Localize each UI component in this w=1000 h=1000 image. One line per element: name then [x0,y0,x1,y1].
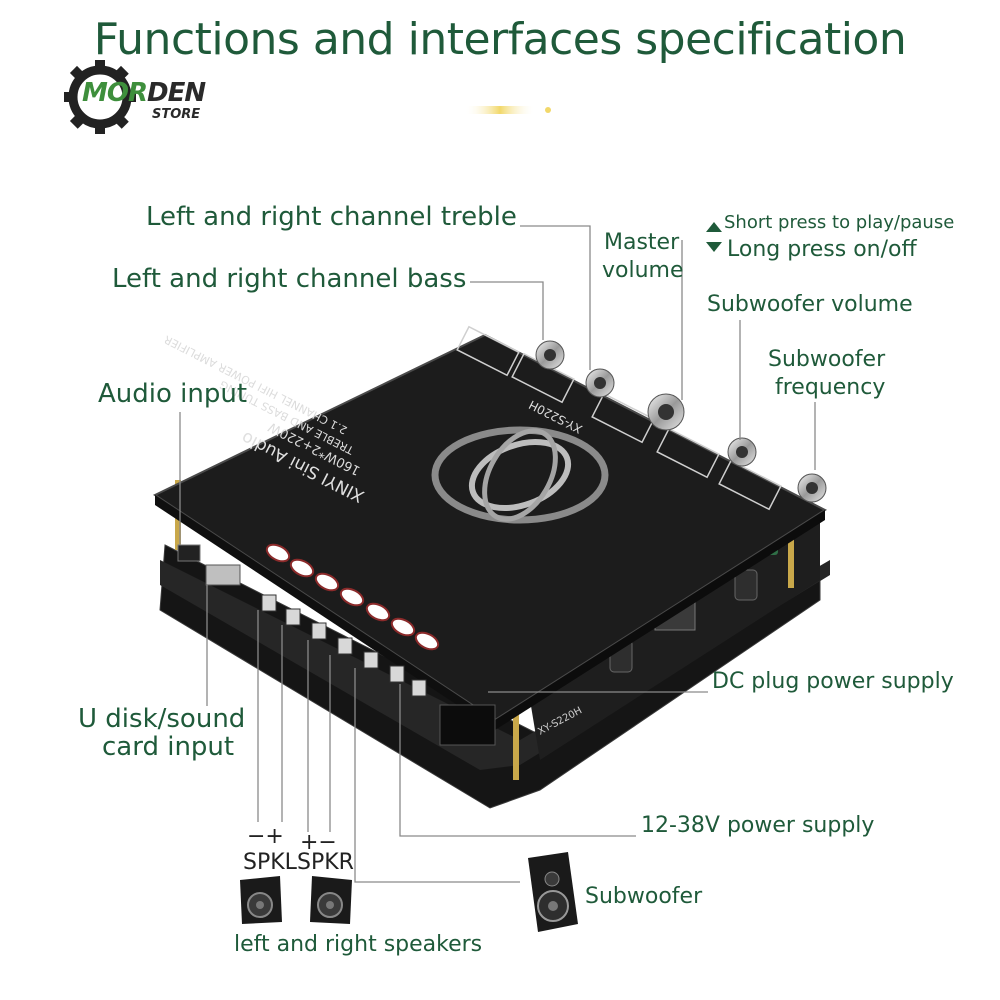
line-subwoofer [354,668,520,883]
amplifier-board: XY-S220H 2.1 CHANNEL HIFI POWER AMPLIFIE… [152,325,830,809]
label-bass: Left and right channel bass [112,264,467,294]
knob-label-box [456,325,520,377]
terminal-holes [265,543,440,651]
knob-subwoofer-frequency [797,473,827,503]
title-highlight [465,106,535,114]
top-plate-edge [495,510,825,730]
label-udisk-2: card input [102,732,235,762]
logo-wordmark-green: MOR [82,78,148,108]
gear-icon [64,60,136,134]
label-sub-volume: Subwoofer volume [707,292,913,317]
label-long-press: Long press on/off [727,237,917,262]
subwoofer-icon [528,852,578,932]
knob-label-box [718,459,782,511]
left-speaker-icon [240,876,282,924]
label-audio-input: Audio input [98,379,248,409]
leader-lines [179,225,816,883]
label-sub-freq-1: Subwoofer [768,347,886,372]
board-emblem [431,426,609,524]
label-spkr-polarity: +− [300,830,337,855]
usb-port [205,564,241,586]
label-master-2: volume [602,258,684,283]
standoff-front [513,700,519,780]
label-power: 12-38V power supply [641,813,875,838]
label-lr-speakers: left and right speakers [234,932,483,957]
brand-logo: MORDEN STORE [64,60,234,135]
logo-wordmark-dark: DEN [147,78,206,108]
label-sub-freq-2: frequency [775,375,886,400]
knob-bass [585,368,615,398]
label-spkl: SPKL [243,850,297,875]
dc-jack [439,704,496,746]
knob-treble [535,340,565,370]
knob-label-box [591,392,655,444]
logo-sub: STORE [152,107,201,122]
page-title: Functions and interfaces specification [93,14,907,65]
label-spkl-polarity: −+ [247,824,284,849]
label-master-1: Master [604,230,680,255]
label-dc-plug: DC plug power supply [712,669,954,694]
knob-master-volume [647,393,685,431]
right-speaker-icon [310,876,352,924]
standoff-right [788,518,794,588]
arrow-up-icon [706,222,722,232]
title-highlight-dot [545,107,551,113]
line-power [399,684,636,837]
audio-jack [177,544,201,562]
knob-subwoofer-volume [727,437,757,467]
label-udisk-1: U disk/sound [78,704,246,734]
line-treble [520,225,591,370]
knob-label-box [656,427,720,479]
label-short-press: Short press to play/pause [724,212,955,233]
label-treble: Left and right channel treble [146,202,517,232]
top-plate-edge [155,495,495,730]
screw-terminals [261,594,427,697]
arrow-down-icon [706,242,722,252]
label-spkr: SPKR [297,850,354,875]
line-bass [470,281,544,340]
label-subwoofer: Subwoofer [585,884,703,909]
logo-wordmark: MORDEN [82,78,206,108]
